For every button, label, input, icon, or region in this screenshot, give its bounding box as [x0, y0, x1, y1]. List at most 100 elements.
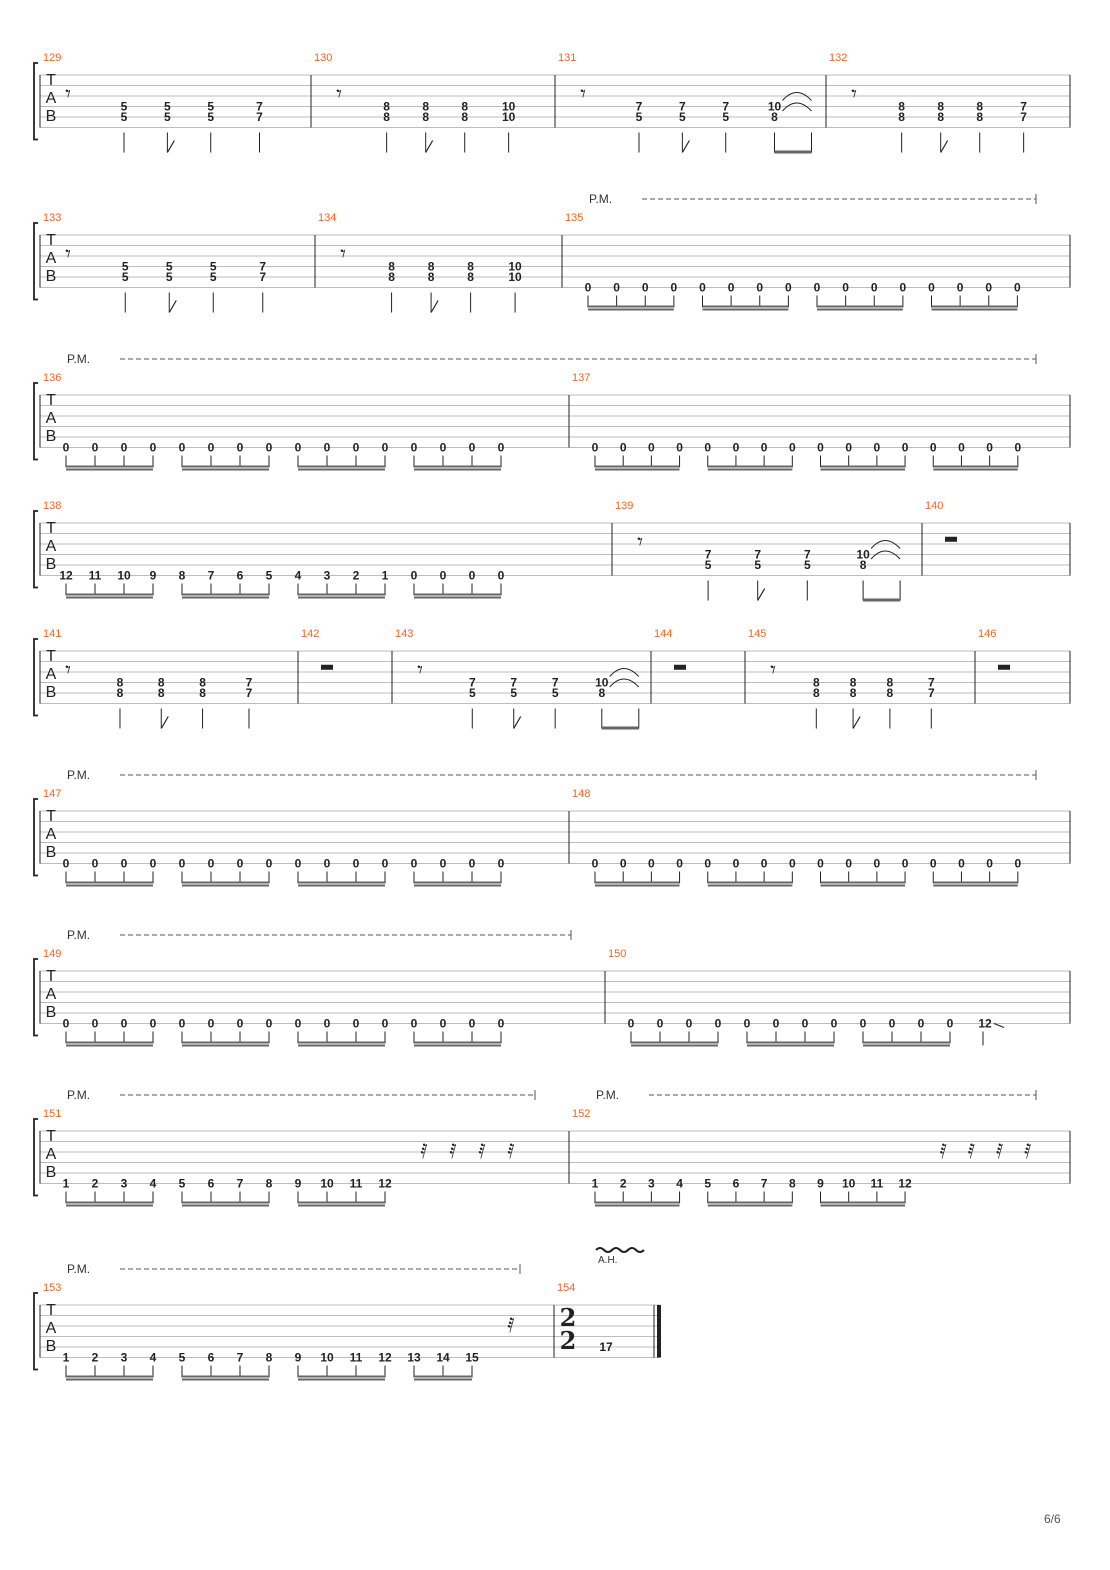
beam [820, 1201, 906, 1204]
note-flag [430, 300, 439, 313]
fret-number: 0 [957, 281, 964, 295]
tab-clef-letter: T [46, 648, 56, 665]
fret-number: 8 [937, 110, 944, 124]
half-rest [674, 664, 686, 670]
fret-number: 0 [353, 441, 360, 455]
fret-number: 8 [428, 260, 435, 274]
beam [298, 1204, 385, 1207]
fret-number: 0 [585, 281, 592, 295]
fret-number: 0 [150, 1017, 157, 1031]
measure-number: 139 [615, 500, 633, 512]
beam [182, 468, 269, 471]
palm-mute-label: P.M. [67, 352, 90, 366]
tab-clef-letter: T [46, 968, 56, 985]
fret-number: 0 [411, 569, 418, 583]
beam [182, 884, 269, 887]
fret-number: 7 [237, 1351, 244, 1365]
fret-number: 2 [92, 1177, 99, 1191]
fret-number: 5 [510, 686, 517, 700]
fret-number: 12 [978, 1017, 992, 1031]
beam [707, 1204, 793, 1207]
fret-number: 7 [246, 686, 253, 700]
slide-line [993, 1023, 1005, 1028]
note-flag [852, 716, 861, 729]
fret-number: 8 [937, 100, 944, 114]
fret-number: 0 [440, 1017, 447, 1031]
fret-number: 0 [498, 441, 505, 455]
fret-number: 1 [592, 1177, 599, 1191]
fret-number: 5 [164, 100, 171, 114]
beam [298, 468, 385, 471]
fret-number: 17 [599, 1340, 613, 1354]
measure-number: 145 [748, 628, 766, 640]
fret-number: 0 [874, 441, 881, 455]
beam [933, 884, 1018, 887]
fret-number: 0 [469, 1017, 476, 1031]
fret-number: 8 [199, 676, 206, 690]
sixteenth-rest: 𝅀 [507, 1313, 514, 1337]
beam [631, 1041, 718, 1044]
fret-number: 0 [469, 857, 476, 871]
fret-number: 5 [210, 260, 217, 274]
fret-number: 5 [469, 686, 476, 700]
fret-number: 8 [266, 1177, 273, 1191]
fret-number: 2 [353, 569, 360, 583]
tab-clef-letter: B [46, 1004, 57, 1021]
fret-number: 0 [179, 1017, 186, 1031]
beam [631, 1044, 718, 1047]
note-flag [160, 716, 169, 729]
palm-mute-label: P.M. [596, 1088, 619, 1102]
beam [182, 596, 269, 599]
measure-number: 135 [565, 212, 583, 224]
fret-number: 8 [428, 270, 435, 284]
fret-number: 3 [121, 1177, 128, 1191]
fret-number: 10 [595, 676, 609, 690]
tab-clef-letter: A [46, 826, 57, 843]
beam [707, 1201, 793, 1204]
fret-number: 9 [150, 569, 157, 583]
measure-number: 144 [654, 628, 672, 640]
half-rest [945, 536, 957, 542]
fret-number: 0 [179, 441, 186, 455]
system-bracket [33, 638, 38, 717]
tab-clef-letter: B [46, 844, 57, 861]
fret-number: 9 [295, 1351, 302, 1365]
beam [414, 1378, 472, 1381]
fret-number: 4 [150, 1177, 157, 1191]
beam [66, 596, 153, 599]
fret-number: 7 [705, 548, 712, 562]
fret-number: 7 [256, 100, 263, 114]
fret-number: 8 [383, 110, 390, 124]
measure: 144 [654, 628, 686, 670]
fret-number: 5 [166, 270, 173, 284]
tab-clef-letter: A [46, 250, 57, 267]
fret-number: 7 [679, 100, 686, 114]
fret-number: 7 [761, 1177, 768, 1191]
fret-number: 0 [266, 857, 273, 871]
fret-number: 10 [856, 548, 870, 562]
fret-number: 0 [733, 857, 740, 871]
beam [66, 1201, 153, 1204]
fret-number: 7 [510, 676, 517, 690]
fret-number: 0 [613, 281, 620, 295]
beam [747, 1044, 834, 1047]
fret-number: 8 [887, 686, 894, 700]
tab-system: TAB129𝄾55555577130𝄾8888881010131𝄾7575751… [33, 52, 1071, 154]
fret-number: 0 [648, 857, 655, 871]
tie-arc [782, 92, 812, 101]
fret-number: 8 [771, 110, 778, 124]
fret-number: 0 [733, 441, 740, 455]
fret-number: 7 [259, 270, 266, 284]
fret-number: 7 [1020, 110, 1027, 124]
fret-number: 5 [179, 1351, 186, 1365]
fret-number: 5 [210, 270, 217, 284]
sixteenth-rest: 𝅀 [449, 1139, 456, 1163]
fret-number: 0 [789, 441, 796, 455]
fret-number: 0 [266, 441, 273, 455]
